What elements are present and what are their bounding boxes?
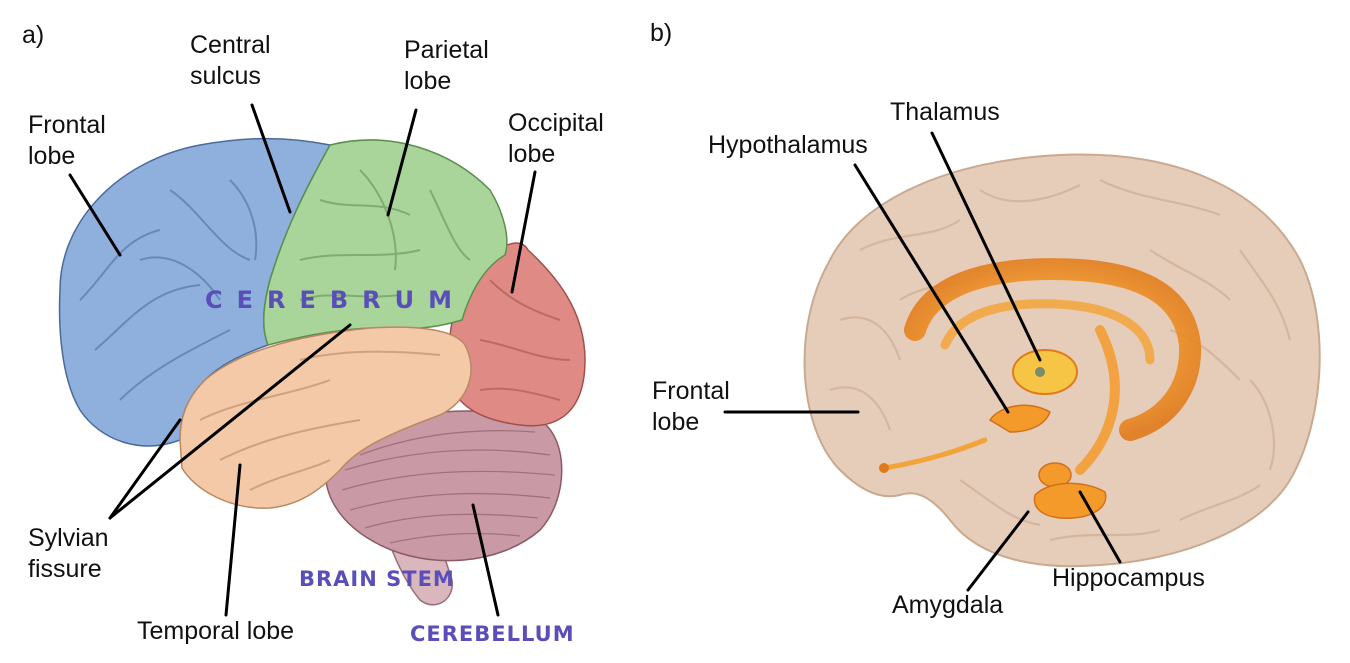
parietal-leader [386,108,418,217]
hypothalamus-shape [988,404,1051,433]
sylvian-leader-2 [108,323,352,520]
occipital-leader [510,170,537,294]
thalamus-leader [930,131,1042,362]
sylvian-fissure-line1: Sylvian [28,524,109,552]
temporal-region [179,326,472,509]
fornix-arc [904,258,1202,441]
parietal-lobe-label: Parietal lobe [404,35,489,97]
central-sulcus-line1: Central [190,31,271,59]
amygdala-label: Amygdala [892,591,1004,619]
frontal-lobe-b-line2: lobe [652,408,700,436]
sylvian-leader-1 [108,418,182,520]
thalamus-label: Thalamus [890,98,1000,126]
sylvian-fissure-label: Sylvian fissure [28,523,109,585]
panel-b-leader-lines [723,131,1122,592]
occipital-lobe-line2: lobe [508,140,556,168]
frontal-lobe-b-label: Frontal lobe [652,376,730,438]
hypothalamus-label: Hypothalamus [708,131,868,159]
frontal-leader [68,173,122,257]
frontal-lobe-b-line1: Frontal [652,377,730,405]
lateral-brain [58,137,586,606]
parietal-lobe-line1: Parietal [404,36,489,64]
cerebrum-label: CEREBRUM [205,286,467,314]
central-sulcus-line2: sulcus [190,62,261,90]
occipital-lobe-label: Occipital lobe [508,108,604,170]
hippocampus-label: Hippocampus [1052,564,1205,592]
occipital-lobe-line1: Occipital [508,109,604,137]
central-sulcus-label: Central sulcus [190,30,271,92]
medial-brain [803,153,1321,568]
panel-b-label: b) [650,19,673,47]
temporal-leader [224,463,242,617]
cerebellum-label: CEREBELLUM [410,622,575,646]
hippocampus-leader [1078,490,1122,564]
frontal-lobe-a-line2: lobe [28,142,76,170]
hypothalamus-leader [853,163,1010,414]
temporal-lobe-label: Temporal lobe [137,617,295,645]
frontal-lobe-a-label: Frontal lobe [28,110,106,172]
sylvian-fissure-line2: fissure [28,555,102,583]
parietal-lobe-line2: lobe [404,67,452,95]
panel-a-leader-lines [68,103,537,617]
amygdala-leader [966,510,1030,592]
inner-arc [940,299,1155,365]
thalamus-dot [1035,367,1045,377]
panel-a-label: a) [22,21,45,49]
brain-stem-label: BRAIN STEM [299,567,455,591]
central-sulcus-leader [250,103,292,214]
hippocampus-shape [1033,482,1107,519]
descending-limb [1075,325,1120,475]
frontal-tract [882,437,988,471]
tract-end-dot [879,463,889,473]
frontal-lobe-a-line1: Frontal [28,111,106,139]
cerebellum-leader [471,503,500,617]
